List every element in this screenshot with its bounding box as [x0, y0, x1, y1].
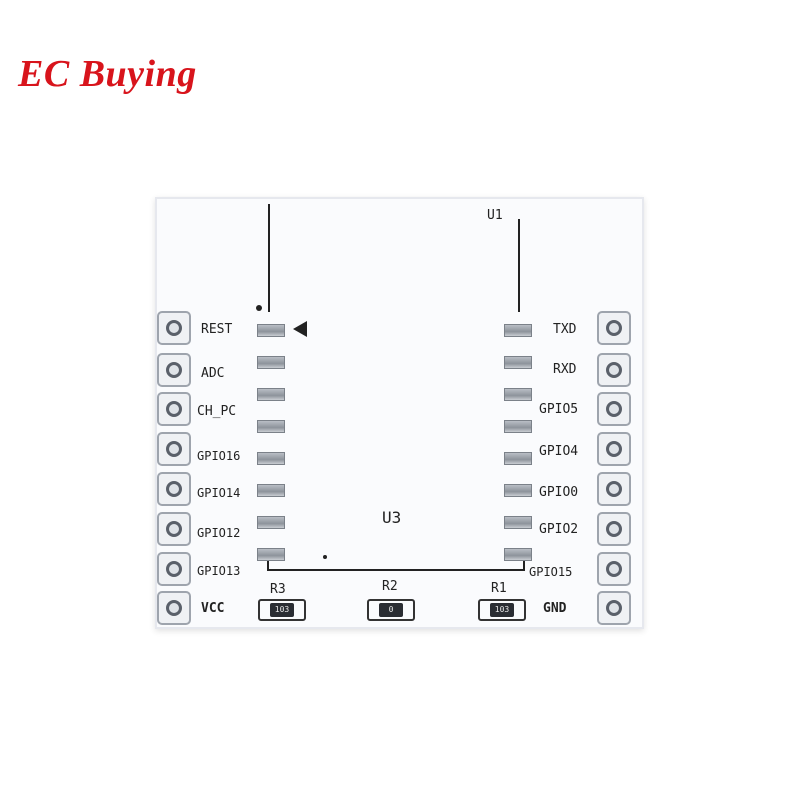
header-pin — [597, 512, 631, 546]
u1-label: U1 — [487, 208, 503, 223]
u1-right-outline — [518, 219, 520, 312]
pad-right — [504, 452, 532, 465]
header-pin — [597, 392, 631, 426]
header-pin — [157, 591, 191, 625]
resistor-ref: R1 — [491, 581, 507, 596]
pin-label-right: GPIO5 — [539, 402, 579, 417]
pad-left — [257, 324, 285, 337]
resistor-value: 103 — [494, 605, 510, 614]
pad-right — [504, 356, 532, 369]
u3-label: U3 — [382, 508, 402, 527]
pad-left — [257, 452, 285, 465]
header-pin — [597, 353, 631, 387]
pad-left — [257, 356, 285, 369]
header-pin — [157, 472, 191, 506]
pin-label-right: GND — [543, 601, 567, 616]
resistor-r3: 103 — [258, 599, 306, 621]
resistor-body — [490, 603, 514, 617]
pad-left — [257, 516, 285, 529]
u3-outline-right — [523, 561, 525, 571]
pin-label-right: GPIO2 — [539, 522, 579, 537]
header-pin — [157, 311, 191, 345]
resistor-body — [270, 603, 294, 617]
pin-label-left: REST — [201, 322, 233, 337]
pcb-adapter-board: U1 U3 REST ADC CH_PC GPIO16 GPIO14 GPIO1… — [155, 197, 644, 629]
resistor-body — [379, 603, 403, 617]
pad-right — [504, 324, 532, 337]
pin-label-left: GPIO12 — [197, 526, 241, 540]
u1-left-outline — [268, 204, 270, 312]
pin-label-right: GPIO15 — [529, 565, 573, 579]
pin-label-left: VCC — [201, 601, 225, 616]
header-pin — [597, 472, 631, 506]
resistor-ref: R2 — [382, 579, 398, 594]
pad-right — [504, 420, 532, 433]
pin-label-left: CH_PC — [197, 404, 237, 419]
header-pin — [157, 432, 191, 466]
resistor-r2: 0 — [367, 599, 415, 621]
pad-left — [257, 420, 285, 433]
pin1-marker-dot — [256, 305, 262, 311]
pin-label-left: GPIO13 — [197, 564, 241, 578]
u3-outline-left — [267, 561, 269, 571]
pin-label-left: GPIO14 — [197, 486, 241, 500]
header-pin — [157, 353, 191, 387]
u3-outline-bottom — [267, 569, 525, 571]
pad-right — [504, 548, 532, 561]
header-pin — [597, 552, 631, 586]
pad-right — [504, 388, 532, 401]
u3-marker-dot — [323, 555, 327, 559]
header-pin — [597, 591, 631, 625]
pad-right — [504, 484, 532, 497]
pad-left — [257, 388, 285, 401]
brand-logo: EC Buying — [18, 53, 197, 95]
resistor-value: 0 — [388, 605, 394, 614]
pad-left — [257, 548, 285, 561]
pin-label-right: GPIO0 — [539, 485, 579, 500]
resistor-ref: R3 — [270, 582, 286, 597]
resistor-r1: 103 — [478, 599, 526, 621]
header-pin — [157, 392, 191, 426]
pin-label-left: GPIO16 — [197, 449, 241, 463]
header-pin — [597, 432, 631, 466]
resistor-value: 103 — [274, 605, 290, 614]
header-pin — [157, 552, 191, 586]
pin-label-left: ADC — [201, 366, 225, 381]
pin-label-right: RXD — [553, 362, 577, 377]
pin-label-right: GPIO4 — [539, 444, 579, 459]
header-pin — [597, 311, 631, 345]
pin1-arrow-icon — [293, 321, 307, 337]
header-pin — [157, 512, 191, 546]
pad-right — [504, 516, 532, 529]
pin-label-right: TXD — [553, 322, 577, 337]
pad-left — [257, 484, 285, 497]
